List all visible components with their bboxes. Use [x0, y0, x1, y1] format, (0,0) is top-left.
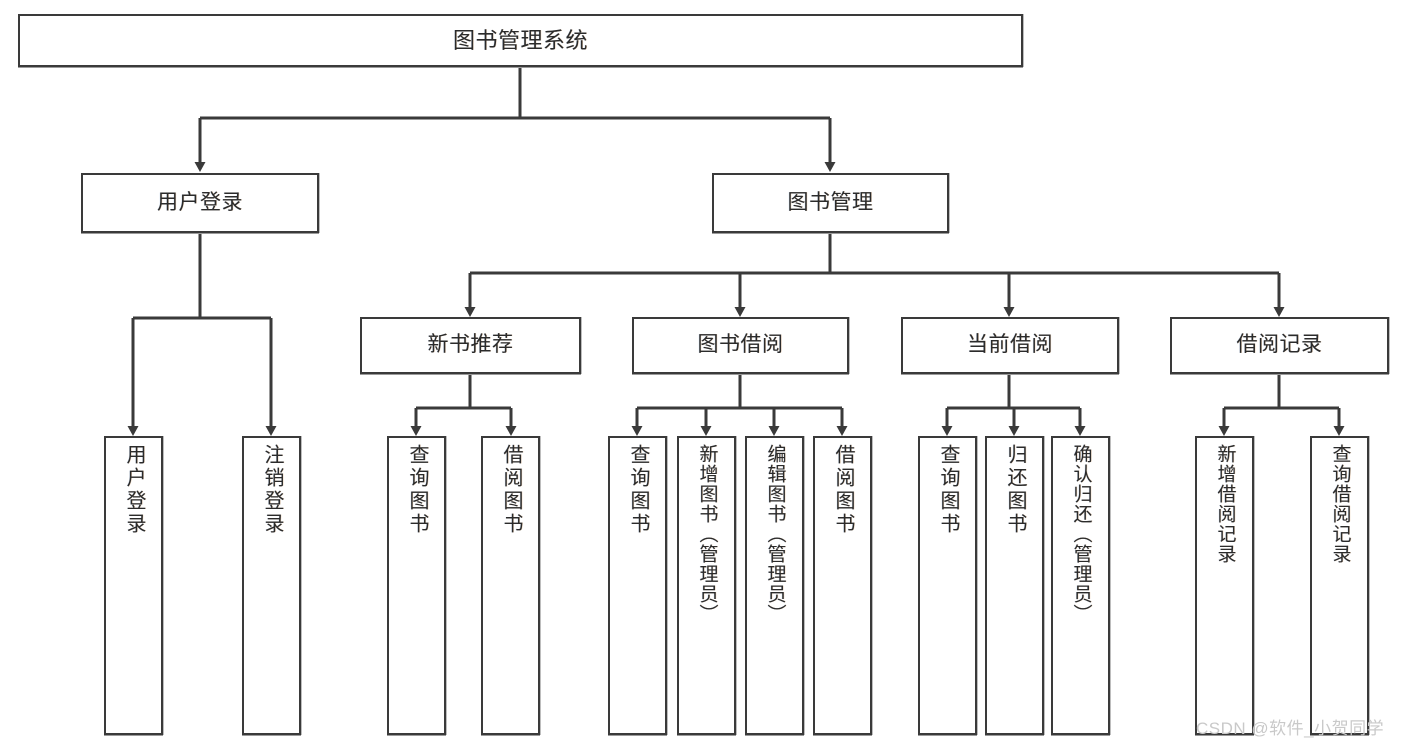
leaf-new-book-query[interactable]: 查询图书: [387, 436, 446, 735]
leaf-user-login-logout[interactable]: 注销登录: [242, 436, 301, 735]
leaf-current-query-book[interactable]: 查询图书: [918, 436, 977, 735]
node-new-book-recommend[interactable]: 新书推荐: [360, 317, 581, 374]
node-label: 借阅记录: [1236, 333, 1323, 357]
leaf-label: 编辑图书（管理员）: [764, 444, 786, 624]
node-book-management[interactable]: 图书管理: [712, 173, 949, 233]
leaf-borrow-borrow-book[interactable]: 借阅图书: [813, 436, 872, 735]
leaf-label: 查询图书: [937, 444, 959, 536]
node-borrow-record[interactable]: 借阅记录: [1170, 317, 1389, 374]
leaf-label: 新增图书（管理员）: [696, 444, 718, 624]
node-root-system[interactable]: 图书管理系统: [18, 14, 1023, 67]
leaf-borrow-edit-book-admin[interactable]: 编辑图书（管理员）: [745, 436, 804, 735]
csdn-watermark: CSDN @软件_小贺同学: [1196, 719, 1385, 738]
leaf-current-return-book[interactable]: 归还图书: [985, 436, 1044, 735]
leaf-borrow-query-book[interactable]: 查询图书: [608, 436, 667, 735]
leaf-record-query-record[interactable]: 查询借阅记录: [1310, 436, 1369, 735]
node-label: 当前借阅: [967, 333, 1053, 357]
leaf-borrow-add-book-admin[interactable]: 新增图书（管理员）: [677, 436, 736, 735]
leaf-record-add-record[interactable]: 新增借阅记录: [1195, 436, 1254, 735]
leaf-label: 新增借阅记录: [1214, 444, 1236, 564]
leaf-new-book-borrow[interactable]: 借阅图书: [481, 436, 540, 735]
node-label: 图书管理: [787, 190, 874, 214]
node-book-borrow[interactable]: 图书借阅: [632, 317, 849, 374]
node-user-login[interactable]: 用户登录: [81, 173, 319, 233]
leaf-current-confirm-return-admin[interactable]: 确认归还（管理员）: [1051, 436, 1110, 735]
leaf-label: 归还图书: [1004, 444, 1026, 536]
leaf-label: 注销登录: [261, 444, 283, 536]
leaf-label: 确认归还（管理员）: [1070, 444, 1092, 624]
node-current-borrow[interactable]: 当前借阅: [901, 317, 1119, 374]
leaf-label: 查询图书: [406, 444, 428, 536]
node-label: 图书借阅: [697, 333, 784, 357]
leaf-label: 查询图书: [627, 444, 649, 536]
node-label: 图书管理系统: [452, 27, 588, 53]
leaf-user-login-login[interactable]: 用户登录: [104, 436, 163, 735]
leaf-label: 借阅图书: [500, 444, 522, 536]
node-label: 用户登录: [157, 190, 243, 214]
leaf-label: 用户登录: [123, 444, 145, 536]
node-label: 新书推荐: [427, 333, 514, 357]
leaf-label: 借阅图书: [832, 444, 854, 536]
leaf-label: 查询借阅记录: [1329, 444, 1351, 564]
